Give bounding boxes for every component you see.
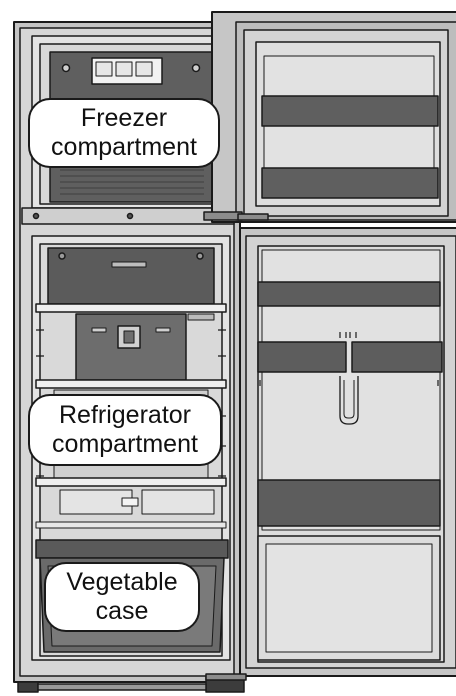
refrigerator-compartment-label: Refrigerator compartment [28, 394, 222, 466]
refrigerator-label-line-1: Refrigerator [59, 401, 191, 430]
refrigerator-label-line-2: compartment [52, 430, 198, 459]
refrigerator-door [206, 228, 456, 680]
freezer-compartment-label: Freezer compartment [28, 98, 220, 168]
freezer-door [204, 12, 456, 222]
freezer-label-line-2: compartment [51, 133, 197, 162]
vegetable-case-label: Vegetable case [44, 562, 200, 632]
vegetable-label-line-2: case [96, 597, 149, 626]
freezer-label-line-1: Freezer [81, 104, 167, 133]
vegetable-label-line-1: Vegetable [66, 568, 177, 597]
